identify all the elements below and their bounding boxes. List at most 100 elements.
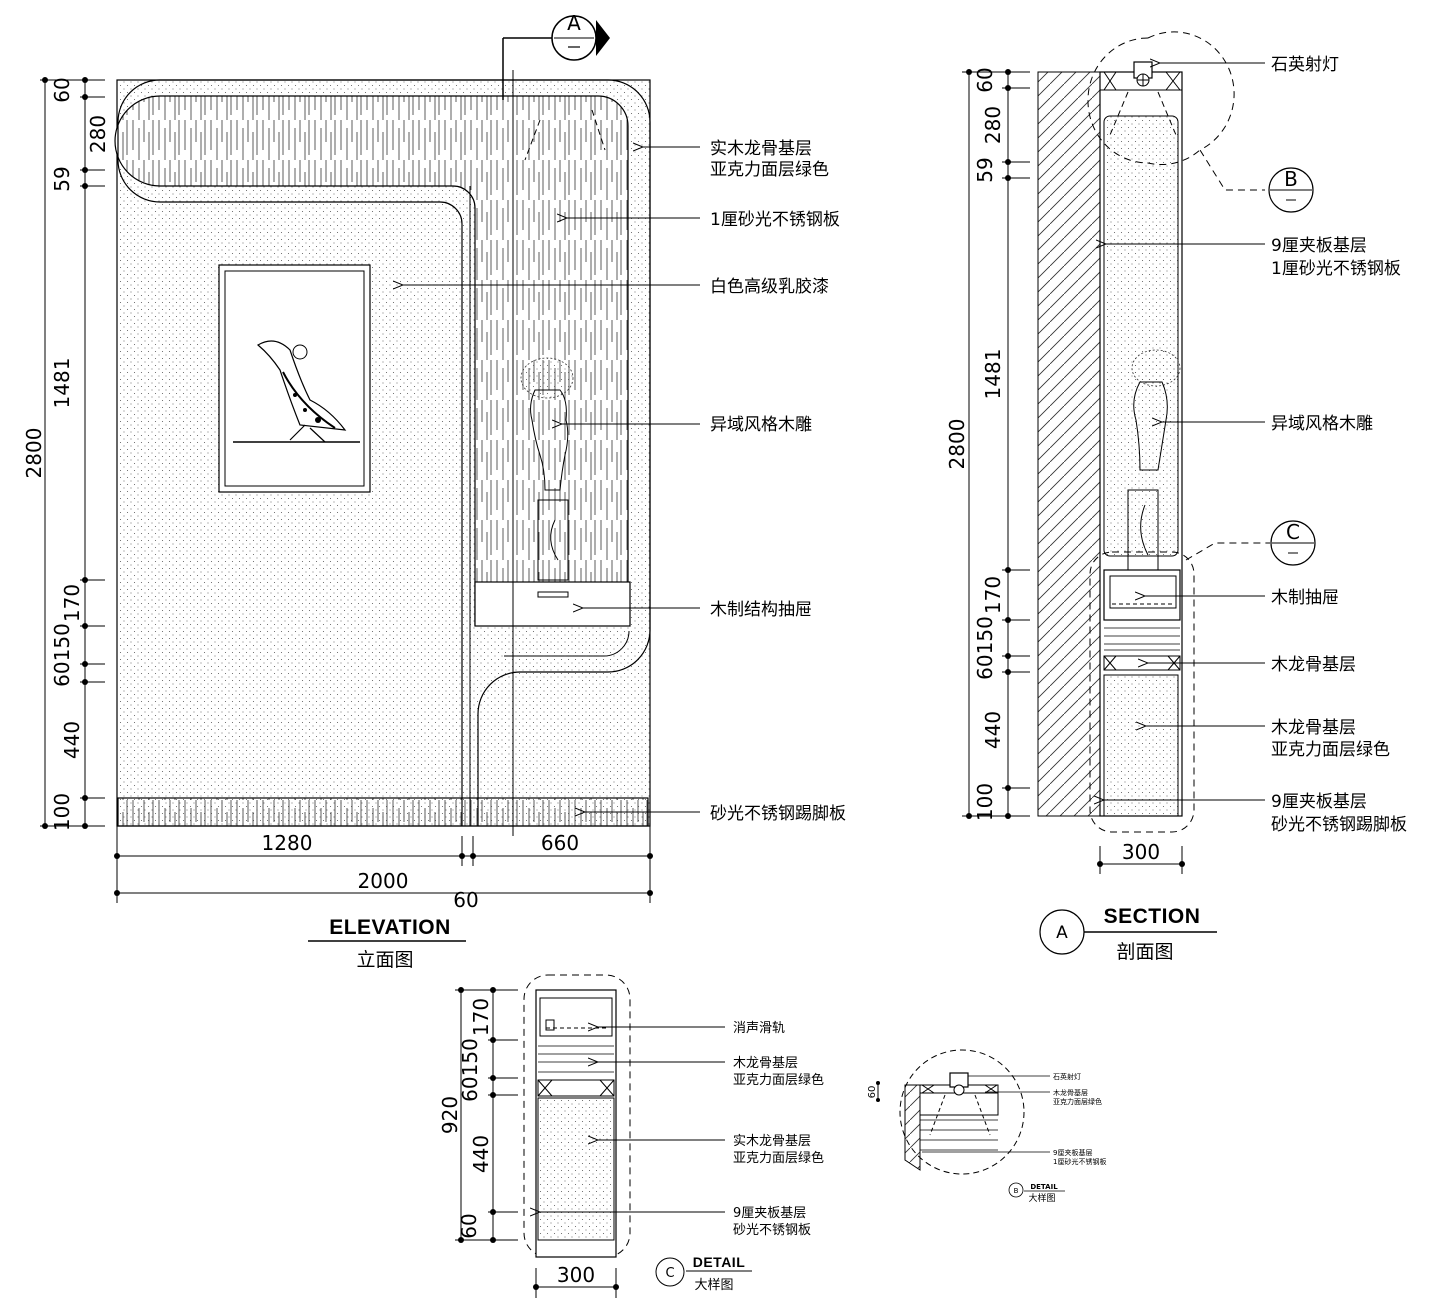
sculpture-figure <box>520 357 574 581</box>
elevation-title-en: ELEVATION <box>329 916 451 939</box>
label-steel-plate: 1厘砂光不锈钢板 <box>710 210 840 230</box>
framed-artwork <box>218 264 371 493</box>
sec-label-plywood-2: 9厘夹板基层 <box>1271 792 1367 812</box>
c-dim-440: 440 <box>469 1135 493 1173</box>
detail-b-title: B DETAIL 大样图 <box>1008 1182 1065 1204</box>
elevation-horizontal-dims: 1280 660 2000 60 <box>114 826 653 912</box>
detail-b-marker <box>1008 1182 1024 1198</box>
detail-c-title-cn: 大样图 <box>694 1278 733 1293</box>
dim-59: 59 <box>50 166 74 191</box>
section-callouts: 石英射灯 9厘夹板基层 1厘砂光不锈钢板 异域风格木雕 木制抽屉 木龙骨基层 木… <box>1104 55 1407 835</box>
section-title-letter: A <box>1056 923 1068 943</box>
detail-b-callouts: 石英射灯 木龙骨基层 亚克力面层绿色 9厘夹板基层 1厘砂光不锈钢板 <box>922 1072 1106 1166</box>
sec-dim-width: 300 <box>1122 840 1160 864</box>
sec-label-skirting: 砂光不锈钢踢脚板 <box>1271 815 1407 835</box>
label-solid-wood-keel: 实木龙骨基层 <box>710 139 812 159</box>
c-label-acrylic-2: 亚克力面层绿色 <box>733 1150 824 1166</box>
detail-b-title-en: DETAIL <box>1030 1183 1058 1191</box>
detail-c-title-en: DETAIL <box>693 1254 746 1270</box>
sec-dim-440: 440 <box>981 711 1005 749</box>
c-label-acrylic: 亚克力面层绿色 <box>733 1072 824 1088</box>
sec-label-keel: 木龙骨基层 <box>1271 655 1356 675</box>
sec-label-acrylic: 亚克力面层绿色 <box>1271 740 1390 760</box>
section-width-dim: 300 <box>1097 840 1185 874</box>
detail-c-callouts: 消声滑轨 木龙骨基层 亚克力面层绿色 实木龙骨基层 亚克力面层绿色 9厘夹板基层… <box>540 1021 824 1238</box>
label-latex-paint: 白色高级乳胶漆 <box>710 277 829 297</box>
dim-170: 170 <box>60 584 84 622</box>
b-label-plywood: 9厘夹板基层 <box>1053 1148 1092 1157</box>
dim-440: 440 <box>60 721 84 759</box>
sec-dim-280: 280 <box>981 106 1005 144</box>
elevation-view: A 60 280 59 1481 <box>22 11 846 971</box>
sec-label-drawer: 木制抽屉 <box>1271 588 1339 608</box>
sec-label-spotlight: 石英射灯 <box>1271 55 1339 75</box>
dim-60: 60 <box>50 77 74 102</box>
c-dim-60: 60 <box>457 1213 481 1238</box>
b-label-acrylic: 亚克力面层绿色 <box>1053 1097 1102 1106</box>
detail-c-width-dim: 300 <box>533 1263 619 1298</box>
outer-band-line <box>160 79 651 826</box>
elevation-vertical-dims: 60 280 59 1481 170 60150 440 100 2800 <box>22 77 110 831</box>
dim-60150: 60150 <box>50 623 74 687</box>
section-drawer <box>1103 569 1181 621</box>
section-vertical-dims: 60 280 59 1481 170 60150 440 100 2800 <box>945 67 1030 821</box>
callout-b[interactable]: B <box>1268 167 1314 213</box>
c-label-keel: 木龙骨基层 <box>733 1056 798 1071</box>
detail-c-outline <box>523 974 631 1258</box>
detail-c-marker <box>655 1257 685 1287</box>
detail-c-view: 170 60150 440 60 920 300 消声滑轨 木龙骨基层 亚克力面… <box>438 974 824 1298</box>
c-label-plywood: 9厘夹板基层 <box>733 1206 806 1221</box>
sec-dim-60: 60 <box>973 67 997 92</box>
sec-dim-100: 100 <box>973 783 997 821</box>
section-title-en: SECTION <box>1104 905 1201 928</box>
c-dim-170: 170 <box>469 998 493 1036</box>
sec-dim-1481: 1481 <box>981 349 1005 400</box>
b-label-keel: 木龙骨基层 <box>1053 1088 1088 1097</box>
c-label-steel: 砂光不锈钢板 <box>733 1223 811 1238</box>
detail-c-vertical-dims: 170 60150 440 60 920 <box>438 987 518 1243</box>
b-label-steel: 1厘砂光不锈钢板 <box>1053 1157 1106 1166</box>
dim-width-left: 1280 <box>262 831 313 855</box>
b-label-spotlight: 石英射灯 <box>1053 1072 1081 1081</box>
skirting-board <box>117 797 649 827</box>
detail-c-letter: C <box>665 1266 674 1281</box>
callout-b-letter: B <box>1284 167 1298 191</box>
label-wood-drawer: 木制结构抽屉 <box>710 600 812 620</box>
sec-dim-59: 59 <box>973 157 997 182</box>
detail-b-title-cn: 大样图 <box>1028 1192 1055 1204</box>
wood-band-niche <box>114 95 629 626</box>
wall-hatch <box>1037 71 1101 817</box>
elevation-callouts: 实木龙骨基层 亚克力面层绿色 1厘砂光不锈钢板 白色高级乳胶漆 异域风格木雕 木… <box>403 139 846 824</box>
detail-b-letter: B <box>1014 1187 1019 1195</box>
section-marker-a[interactable]: A <box>502 11 610 100</box>
dim-width-right: 660 <box>541 831 579 855</box>
bird-figure-artwork <box>233 340 360 443</box>
sec-dim-total: 2800 <box>945 419 969 470</box>
b-dim-60: 60 <box>867 1086 878 1099</box>
sec-label-plywood: 9厘夹板基层 <box>1271 236 1367 256</box>
elevation-title-cn: 立面图 <box>356 949 413 971</box>
dim-100: 100 <box>50 793 74 831</box>
inner-band-line <box>117 79 463 826</box>
sec-label-carving: 异域风格木雕 <box>1271 414 1373 434</box>
dim-total-height: 2800 <box>22 428 46 479</box>
detail-c-title: C DETAIL 大样图 <box>655 1254 752 1293</box>
label-acrylic-green: 亚克力面层绿色 <box>710 160 829 180</box>
label-skirting: 砂光不锈钢踢脚板 <box>710 804 846 824</box>
sec-label-steel: 1厘砂光不锈钢板 <box>1271 259 1401 279</box>
section-marker-letter: A <box>567 11 581 35</box>
label-wood-carving: 异域风格木雕 <box>710 415 812 435</box>
c-label-rail: 消声滑轨 <box>733 1021 785 1036</box>
detail-b-outline <box>899 1049 1025 1175</box>
callout-c[interactable]: C <box>1270 520 1316 566</box>
c-dim-width: 300 <box>557 1263 595 1287</box>
dim-280: 280 <box>86 115 110 153</box>
sec-dim-170: 170 <box>981 576 1005 614</box>
detail-b-view: 60 石英射灯 木龙骨基层 亚克力面层绿色 9厘夹板基层 1厘砂光不锈钢板 B … <box>867 1049 1106 1204</box>
sec-dim-60150: 60150 <box>973 616 997 680</box>
section-view: B C <box>945 31 1407 963</box>
dim-1481: 1481 <box>50 358 74 409</box>
elevation-drawer <box>474 581 631 627</box>
